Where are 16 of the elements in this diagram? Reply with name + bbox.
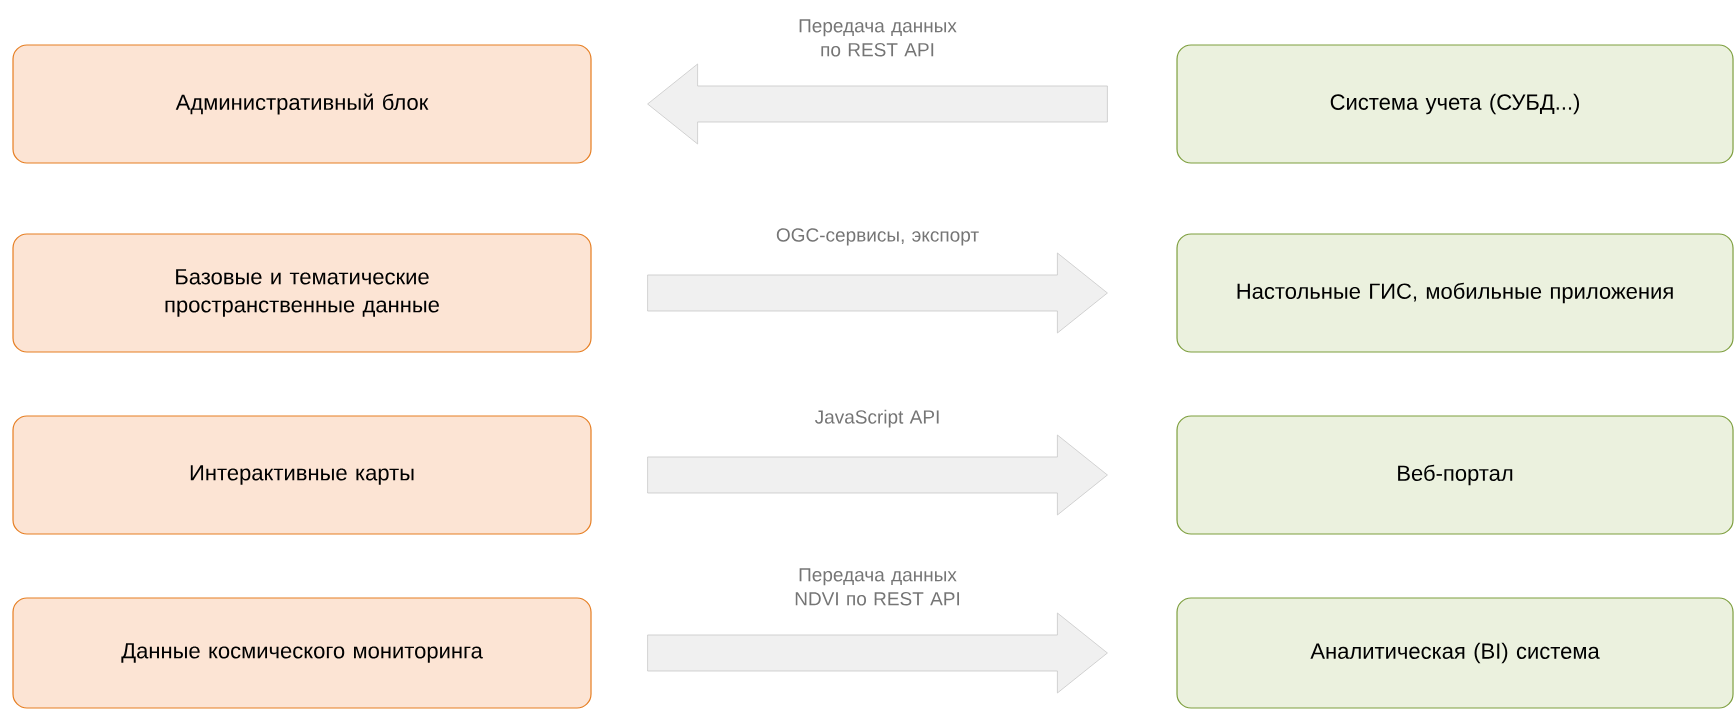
- block-arrow: [647, 434, 1108, 516]
- block-arrow: [647, 252, 1108, 334]
- process-box: Система учета (СУБД...): [1176, 44, 1734, 164]
- process-box: Базовые и тематические пространственные данные: [12, 233, 592, 353]
- process-box: Интерактивные карты: [12, 415, 592, 535]
- block-arrow: [647, 63, 1108, 145]
- process-box: Данные космического мониторинга: [12, 597, 592, 709]
- edge-label: OGC-сервисы, экспорт: [776, 228, 979, 246]
- block-arrow: [647, 612, 1108, 694]
- process-box: Аналитическая (BI) система: [1176, 597, 1734, 709]
- edge-label: JavaScript API: [815, 409, 939, 428]
- process-box: Настольные ГИС, мобильные приложения: [1176, 233, 1734, 353]
- edge-label: Передача данных по REST API: [799, 19, 957, 57]
- process-box: Административный блок: [12, 44, 592, 164]
- edge-label: Передача данных NDVI по REST API: [795, 568, 959, 606]
- process-box: Веб-портал: [1176, 415, 1734, 535]
